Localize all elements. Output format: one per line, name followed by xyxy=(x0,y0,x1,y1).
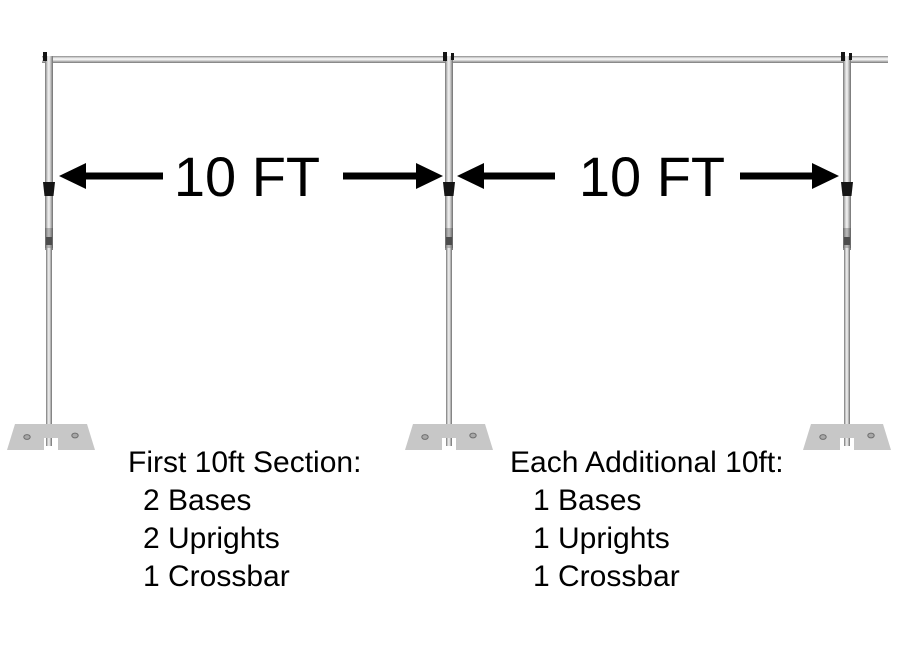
upright-middle xyxy=(443,52,455,446)
legend-first-item-uprights: 2 Uprights xyxy=(143,522,280,555)
dimension-2-left-arrowhead-icon xyxy=(457,163,484,189)
base-left-hole-right xyxy=(71,432,79,439)
upright-right-hook-right xyxy=(849,53,852,60)
legend-additional-item-bases: 1 Bases xyxy=(533,484,642,517)
upright-left-joint-collar xyxy=(46,237,52,245)
upright-right-joint-collar xyxy=(844,237,850,245)
dimension-1-right-arrowhead-icon xyxy=(416,163,443,189)
upright-middle-hook-left xyxy=(443,52,447,61)
legend-additional-section: Each Additional 10ft: 1 Bases 1 Uprights… xyxy=(510,444,784,596)
upright-right-lower-pole xyxy=(844,248,850,446)
base-right xyxy=(803,424,891,450)
upright-left-clamp xyxy=(43,182,55,196)
dimension-section-2: 10 FT xyxy=(457,145,839,208)
base-right-plate xyxy=(803,424,891,450)
dimension-1-left-arrowhead-icon xyxy=(59,163,86,189)
base-middle-hole-left xyxy=(421,434,429,440)
upright-right xyxy=(841,52,853,446)
upright-middle-lower-pole xyxy=(446,248,452,446)
dimension-2-label: 10 FT xyxy=(579,145,725,208)
upright-right-hook-left xyxy=(841,52,845,61)
upright-middle-hook-right xyxy=(451,53,454,60)
dimension-1-label: 10 FT xyxy=(174,145,320,208)
upright-left xyxy=(43,52,55,446)
upright-left-lower-pole xyxy=(46,248,52,446)
base-middle xyxy=(405,424,493,450)
legend-first-item-bases: 2 Bases xyxy=(143,484,252,517)
upright-right-clamp xyxy=(841,182,853,196)
dimension-section-1: 10 FT xyxy=(59,145,443,208)
legend-additional-title: Each Additional 10ft: xyxy=(510,446,784,479)
upright-left-hook xyxy=(43,52,47,61)
base-right-hole-left xyxy=(819,434,827,440)
legend-first-item-crossbar: 1 Crossbar xyxy=(143,560,290,593)
crossbar xyxy=(42,56,888,63)
base-right-hole-right xyxy=(867,432,875,439)
upright-middle-joint-collar xyxy=(446,237,452,245)
upright-middle-upper-pole xyxy=(445,56,453,250)
legend-additional-item-uprights: 1 Uprights xyxy=(533,522,670,555)
legend-first-title: First 10ft Section: xyxy=(128,446,362,479)
base-left-plate xyxy=(7,424,95,450)
upright-middle-clamp xyxy=(443,182,455,196)
base-middle-plate xyxy=(405,424,493,450)
legend-first-section: First 10ft Section: 2 Bases 2 Uprights 1… xyxy=(128,444,361,596)
dimension-2-right-arrowhead-icon xyxy=(812,163,839,189)
base-left xyxy=(7,424,95,450)
upright-right-upper-pole xyxy=(843,56,851,250)
base-left-hole-left xyxy=(23,434,31,440)
upright-left-upper-pole xyxy=(45,56,53,250)
base-middle-hole-right xyxy=(469,432,477,439)
legend-additional-item-crossbar: 1 Crossbar xyxy=(533,560,680,593)
